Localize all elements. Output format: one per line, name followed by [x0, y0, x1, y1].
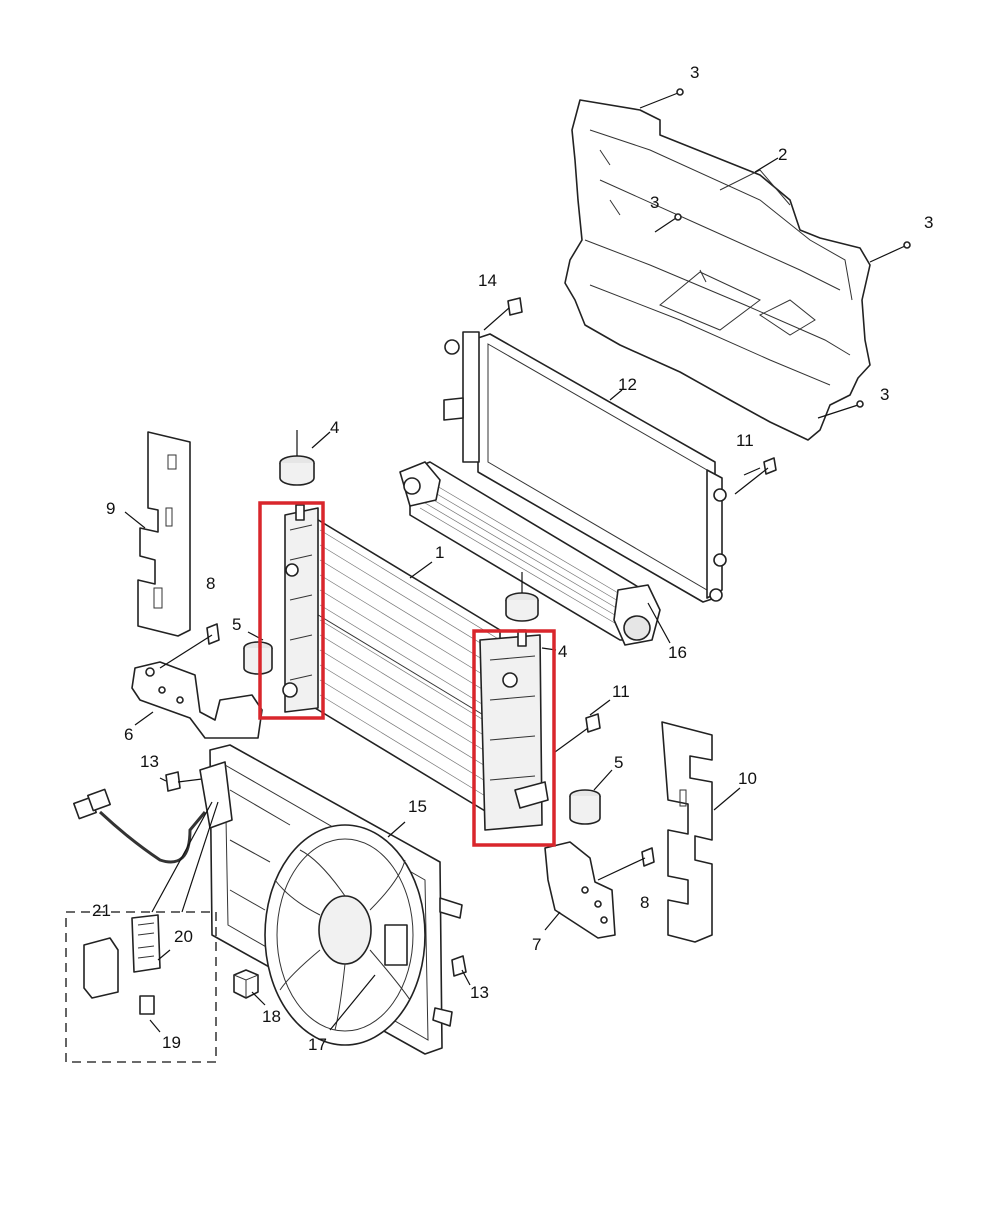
- clips-3: [639, 88, 911, 419]
- callout-4-left: 4: [330, 418, 339, 437]
- callout-3d: 3: [880, 385, 889, 404]
- callout-5-right: 5: [614, 753, 623, 772]
- callout-11-lower: 11: [612, 682, 630, 701]
- callout-4-right: 4: [558, 642, 567, 661]
- callout-7: 7: [532, 935, 541, 954]
- callout-13-right: 13: [470, 983, 489, 1002]
- callout-3b: 3: [650, 193, 659, 212]
- highlight-box-left-tank: [258, 501, 325, 720]
- callout-2: 2: [778, 145, 787, 164]
- charge-air-cooler: [399, 461, 661, 646]
- callout-16: 16: [668, 643, 687, 662]
- mount-bottom-left: [243, 641, 273, 675]
- callout-13-left: 13: [140, 752, 159, 771]
- callout-21: 21: [92, 901, 111, 920]
- callout-8-left: 8: [206, 574, 215, 593]
- mount-top-right: [505, 572, 539, 622]
- callout-20: 20: [174, 927, 193, 946]
- mount-bottom-right: [569, 789, 601, 825]
- module-group: [83, 914, 161, 1015]
- fasteners: [159, 457, 777, 977]
- callout-5-left: 5: [232, 615, 241, 634]
- module-group-box: [65, 911, 217, 1063]
- mount-top-left: [279, 430, 315, 486]
- callout-8-right: 8: [640, 893, 649, 912]
- callout-19: 19: [162, 1033, 181, 1052]
- callout-9: 9: [106, 499, 115, 518]
- fan: [264, 824, 426, 1046]
- callout-11-upper: 11: [736, 431, 754, 450]
- bracket-left: [131, 661, 263, 739]
- callout-3a: 3: [690, 63, 699, 82]
- radiator: [282, 504, 549, 831]
- bracket-right: [544, 841, 616, 939]
- upper-air-deflector: [564, 99, 871, 441]
- callout-15: 15: [408, 797, 427, 816]
- condenser: [443, 331, 727, 603]
- callout-10: 10: [738, 769, 757, 788]
- screw-14: [483, 297, 523, 331]
- callout-1: 1: [435, 543, 444, 562]
- highlight-box-right-tank: [472, 629, 556, 847]
- callout-6: 6: [124, 725, 133, 744]
- callout-3c: 3: [924, 213, 933, 232]
- callout-18: 18: [262, 1007, 281, 1026]
- baffle-left: [137, 431, 191, 637]
- callout-12: 12: [618, 375, 637, 394]
- callout-14: 14: [478, 271, 497, 290]
- relay-18: [233, 969, 259, 999]
- callout-17: 17: [308, 1035, 327, 1054]
- baffle-right: [661, 721, 713, 943]
